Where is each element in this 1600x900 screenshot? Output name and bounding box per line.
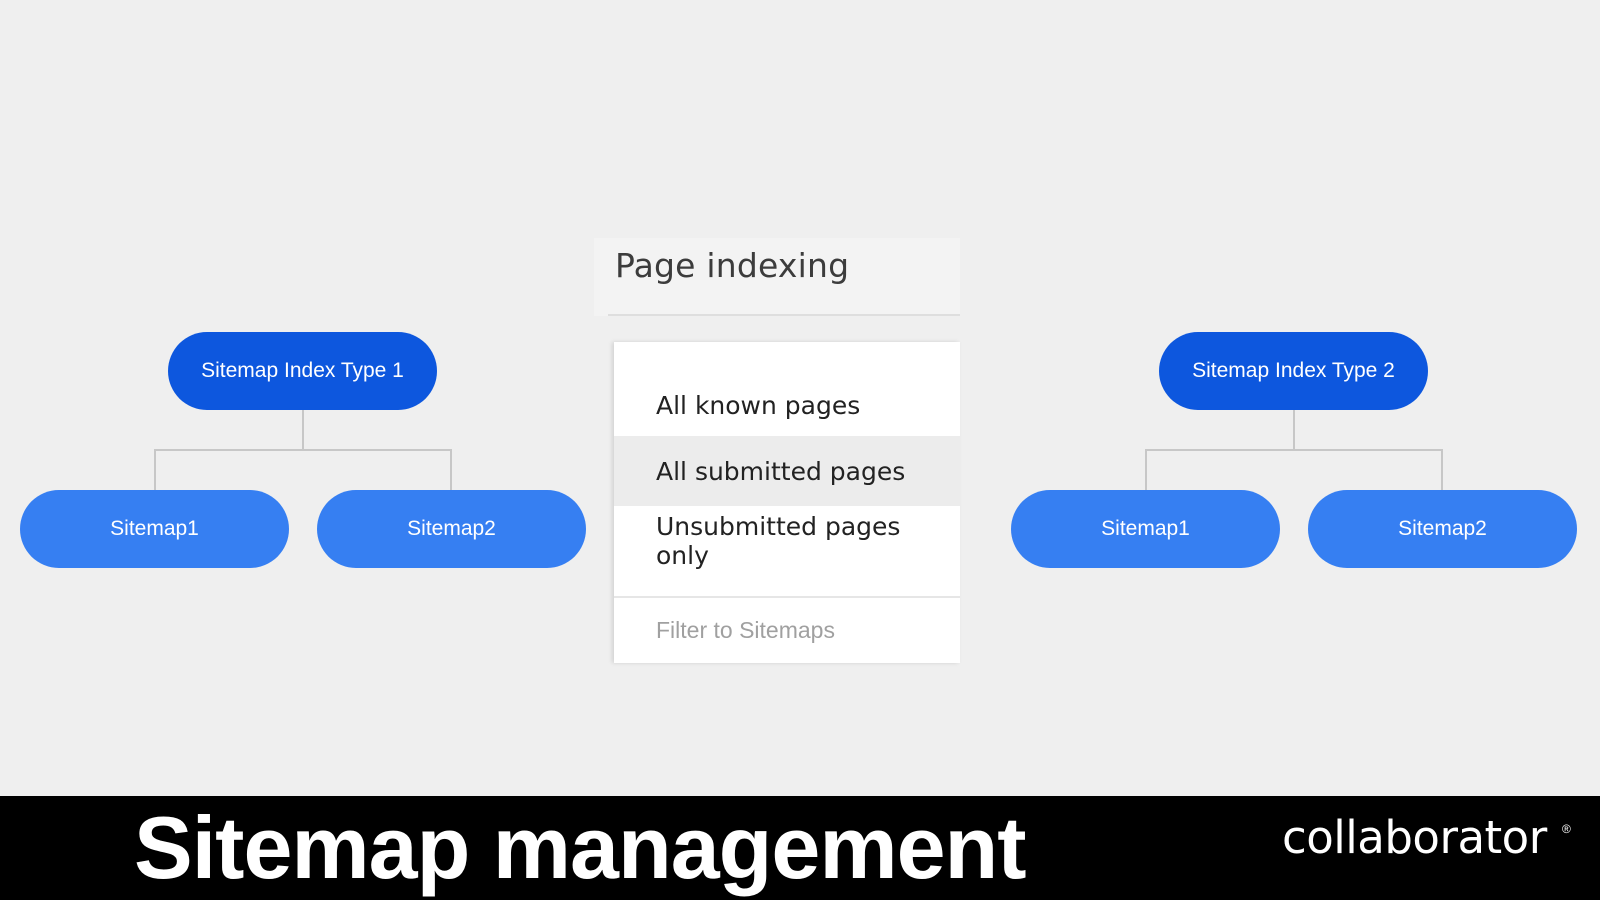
caption-title: Sitemap management <box>134 798 1027 897</box>
sitemap-index-type-1-diagram: Sitemap Index Type 1 Sitemap1 Sitemap2 <box>20 332 586 568</box>
sitemap-index-node: Sitemap Index Type 1 <box>168 332 437 410</box>
divider <box>614 596 960 598</box>
sitemap-index-type-2-diagram: Sitemap Index Type 2 Sitemap1 Sitemap2 <box>1011 332 1577 568</box>
sitemap-node: Sitemap1 <box>1011 490 1280 568</box>
connector-line <box>1145 449 1147 490</box>
connector-line <box>1441 449 1443 490</box>
connector-line <box>450 449 452 490</box>
panel-header: Page indexing <box>594 238 960 316</box>
menu-item-all-known-pages[interactable]: All known pages <box>656 390 861 420</box>
sitemap-index-node: Sitemap Index Type 2 <box>1159 332 1428 410</box>
connector-line <box>302 410 304 450</box>
registered-mark: ® <box>1562 822 1571 836</box>
pages-dropdown-menu: All known pages All submitted pages Unsu… <box>614 342 960 663</box>
caption-bar: Sitemap management collaborator ® <box>0 796 1600 900</box>
sitemap-node: Sitemap1 <box>20 490 289 568</box>
menu-item-filter-to-sitemaps[interactable]: Filter to Sitemaps <box>656 616 835 643</box>
connector-line <box>154 449 452 451</box>
page-indexing-panel: Page indexing All known pages All submit… <box>594 238 960 663</box>
connector-line <box>1293 410 1295 450</box>
menu-item-all-submitted-pages[interactable]: All submitted pages <box>614 436 960 506</box>
divider <box>608 314 960 316</box>
connector-line <box>154 449 156 490</box>
connector-line <box>1145 449 1443 451</box>
menu-item-unsubmitted-pages-only[interactable]: Unsubmitted pages only <box>656 512 901 570</box>
sitemap-node: Sitemap2 <box>1308 490 1577 568</box>
sitemap-node: Sitemap2 <box>317 490 586 568</box>
panel-title: Page indexing <box>615 246 850 285</box>
slide-canvas: Sitemap Index Type 1 Sitemap1 Sitemap2 P… <box>20 238 1577 663</box>
brand-logo: collaborator <box>1282 811 1547 864</box>
